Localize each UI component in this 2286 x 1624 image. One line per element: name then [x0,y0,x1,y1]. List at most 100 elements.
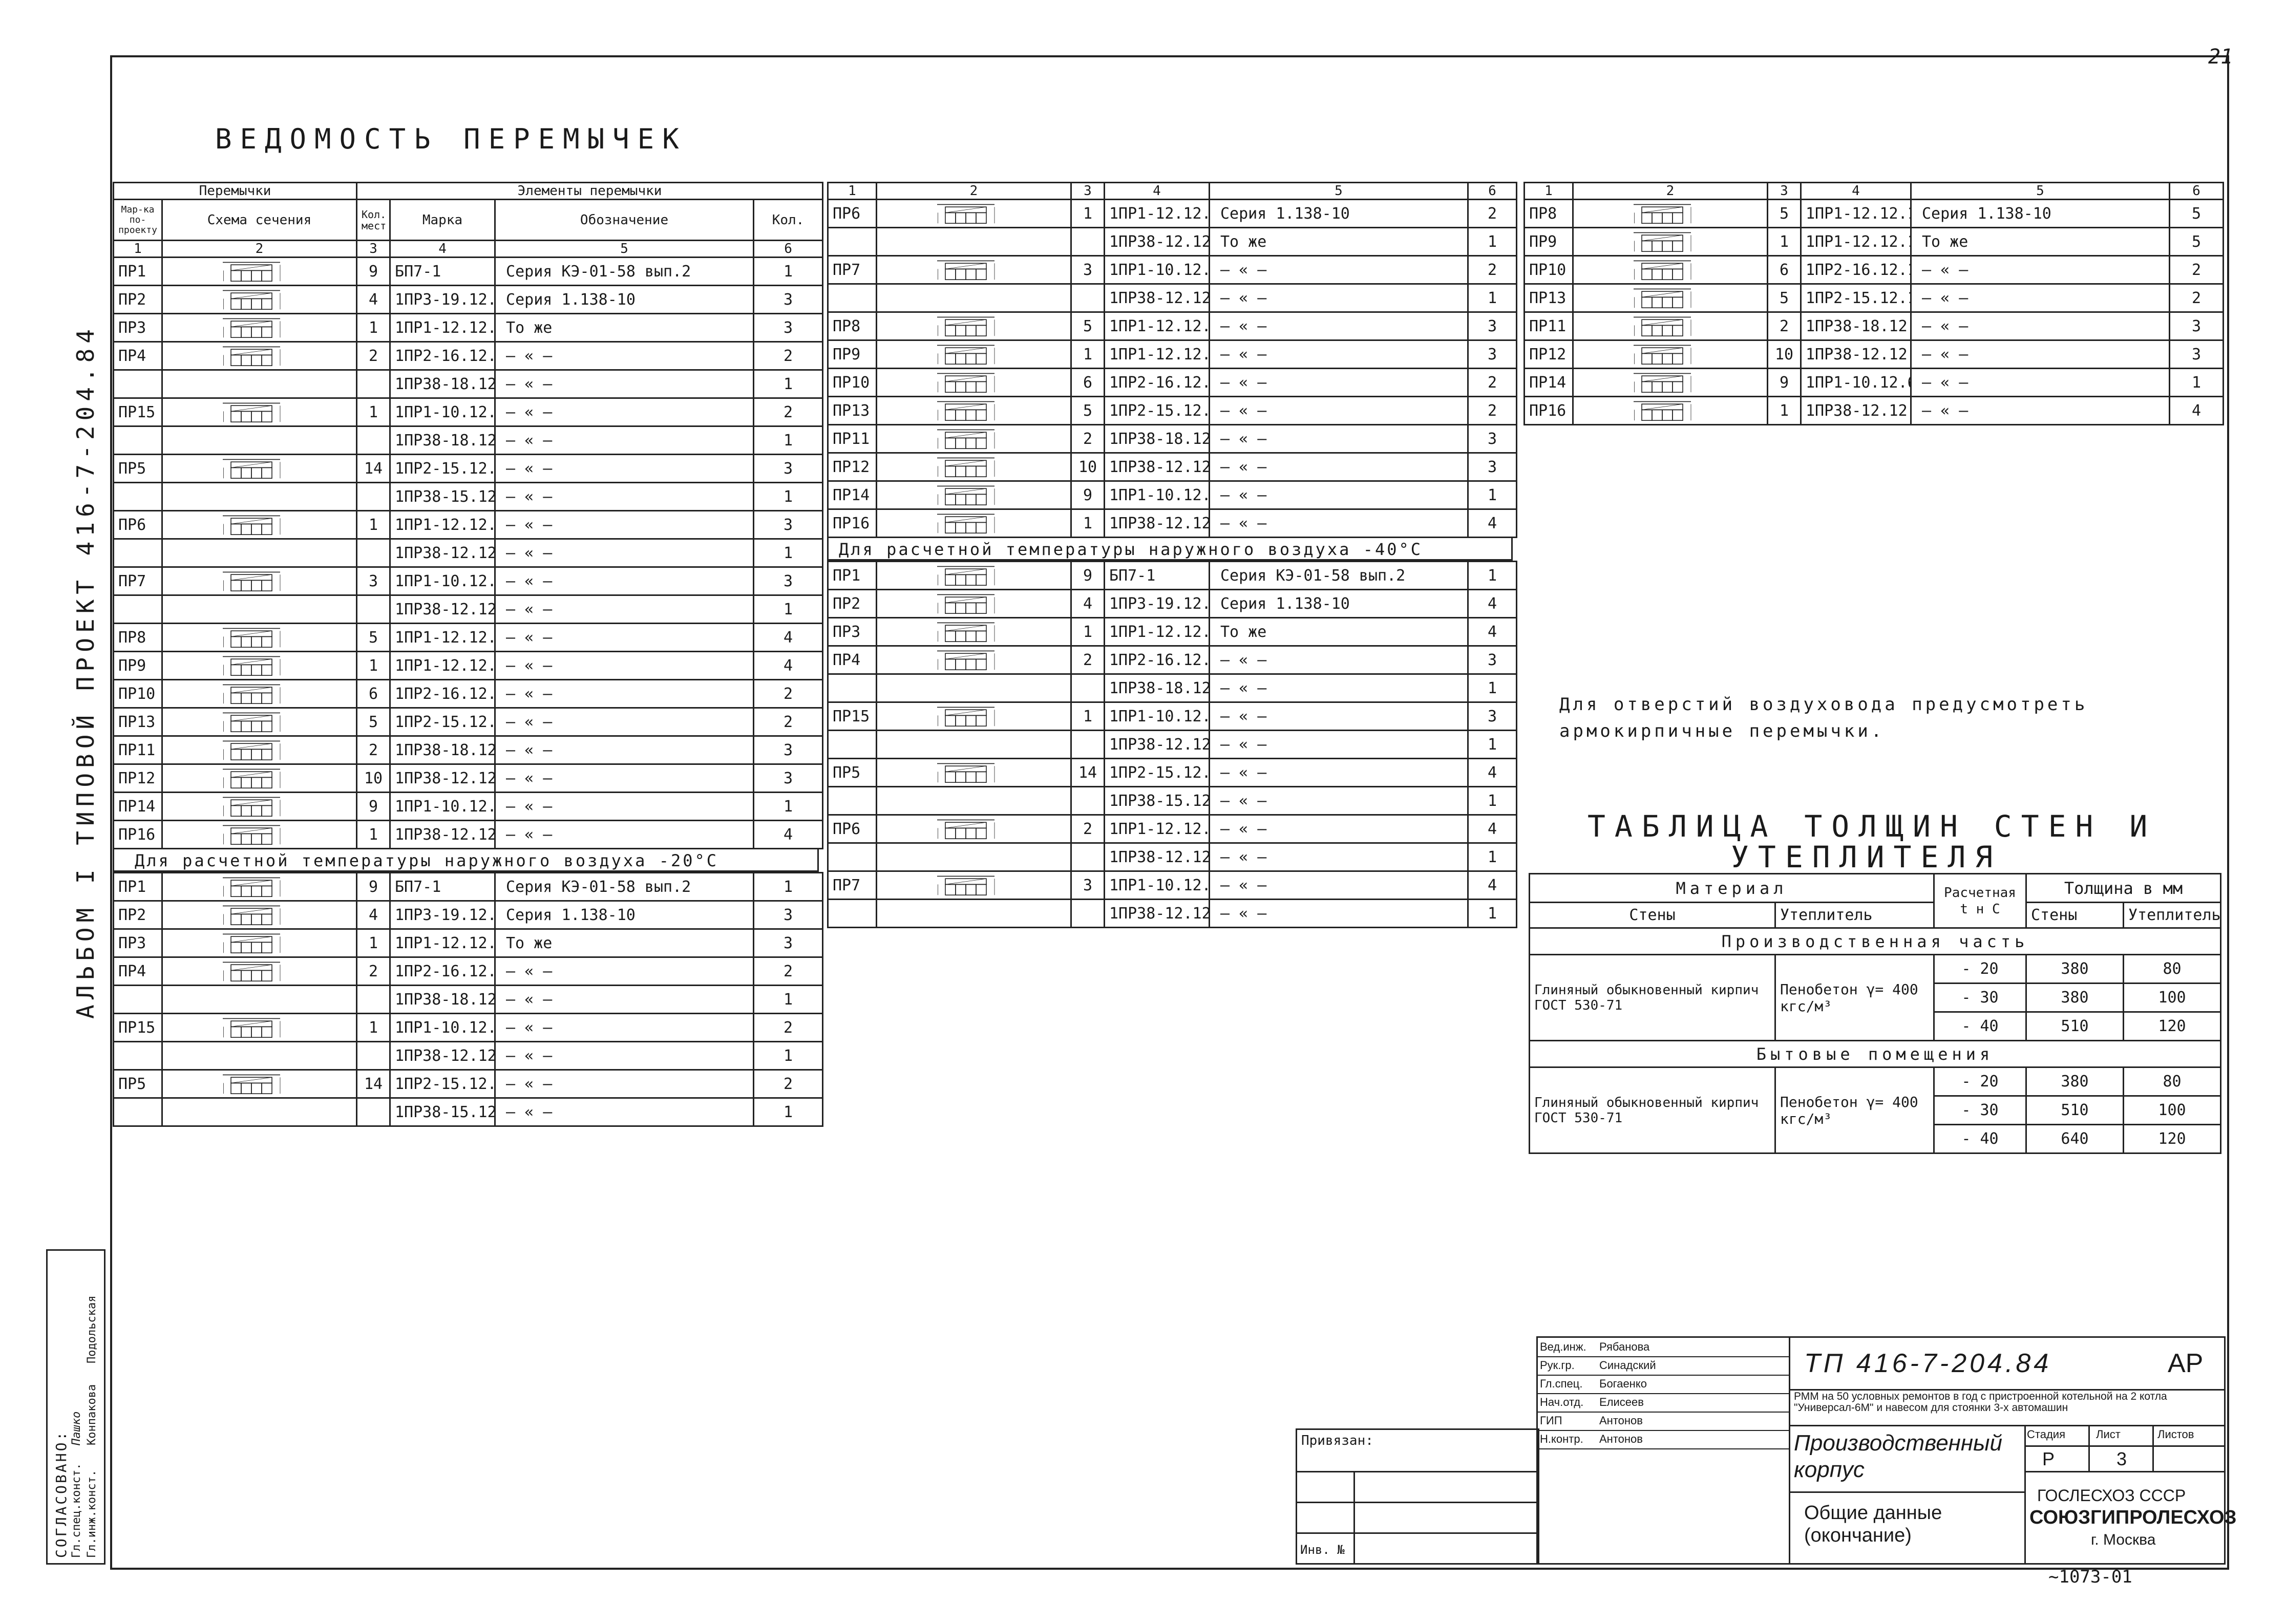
walls-table-title-1: ТАБЛИЦА ТОЛЩИН СТЕН И [1588,809,2157,844]
section-sketch [1633,345,1691,365]
section-scheme-cell [161,538,358,568]
cell-mk: 1ПР1-12.12.14 [389,510,496,540]
cell-k: 1 [1467,899,1517,928]
section-sketch [222,318,280,338]
cell-m: ПР13 [1523,283,1574,313]
section-scheme-cell [161,1069,357,1099]
cell-m [827,899,877,928]
cell-q [356,538,391,568]
hdr-temp: Расчетная t н С [1933,873,2027,929]
cell-m: ПР2 [113,900,163,930]
section-sketch [1633,232,1691,252]
cell-temp: - 30 [1933,982,2027,1013]
cell-m: ПР3 [113,928,163,958]
cell-d: — « — [1910,283,2170,313]
agreed-name-3: Подольская [86,1295,98,1363]
section-scheme-cell [1572,396,1768,425]
cell-m: ПР11 [1523,311,1574,341]
section-scheme-cell [161,454,358,483]
cell-d: — « — [1910,396,2170,425]
cell-mk: 1ПР38-18.12.22У [389,985,496,1014]
section-sketch [937,566,994,586]
cell-m [113,1041,163,1071]
cell-m [113,425,163,455]
cell-d: — « — [494,1097,754,1127]
section-sketch [937,650,994,670]
table-row: 1ПР38-12.12.22У— « —1 [113,538,824,568]
cell-d: Серия 1.138-10 [1910,199,2170,228]
cell-mk: 1ПР1-12.12.14 [1104,199,1210,228]
section-sketch [222,628,280,648]
cell-d: То же [494,928,754,958]
cell-mk: 1ПР3-19.12.14 [389,285,496,314]
signature-name: Антонов [1599,1414,1643,1427]
cell-q: 1 [1767,396,1802,425]
cell-d: — « — [1209,870,1469,900]
section-sketch [222,961,280,981]
cell-q [1070,786,1105,816]
cell-d: — « — [1209,368,1469,397]
cell-mk: 1ПР2-15.12.14 [1104,758,1210,787]
cell-mk: 1ПР1-10.12.14 [1104,701,1210,731]
cell-q: 1 [1070,199,1105,228]
section-sketch [222,1074,280,1094]
cell-q: 1 [356,313,391,343]
cell-m: ПР4 [113,956,163,986]
cell-mk: 1ПР38-12.12.22У [1104,452,1210,482]
section-sketch [222,402,280,422]
section-scheme-cell [161,985,357,1014]
col-num: 3 [356,240,391,258]
cell-ins: 100 [2123,1095,2221,1125]
col-num: 2 [161,240,358,258]
cell-mk: 1ПР38-15.12.22У [389,1097,496,1127]
table-row: 1ПР38-15.12.22У— « —1 [827,786,1517,816]
cell-mk: 1ПР38-18.12.22У [389,735,496,765]
hdr-sheets: Листов [2157,1428,2194,1441]
cell-k: 1 [1467,227,1517,257]
section-sketch [937,401,994,421]
section-scheme-cell [876,701,1072,731]
cell-q: 9 [1070,561,1105,590]
section-scheme-cell [1572,283,1768,313]
section-sketch [1633,316,1691,336]
signature-name: Синадский [1599,1359,1656,1372]
cell-k: 4 [1467,508,1517,538]
cell-k: 2 [753,397,824,427]
cell-d: — « — [494,956,754,986]
cell-mk: 1ПР38-12.12.22У [1104,842,1210,872]
cell-d: — « — [1910,255,2170,285]
cell-mk: 1ПР1-12.12.14 [1104,311,1210,341]
col-num: 6 [1467,182,1517,200]
section-sketch [222,933,280,953]
cell-temp: - 40 [1933,1011,2027,1041]
cell-mk: 1ПР38-12.12.22У [1104,899,1210,928]
section-sketch [222,877,280,897]
section-scheme-cell [161,872,357,902]
cell-d: То же [1209,227,1469,257]
cell-k: 1 [1467,673,1517,703]
cell-m: ПР1 [113,872,163,902]
section-scheme-cell [161,820,358,849]
cell-wall: 640 [2025,1124,2124,1154]
section-scheme-cell [1572,227,1768,257]
section-title-20: Для расчетной температуры наружного возд… [113,849,819,872]
cell-mk: 1ПР3-19.12.14 [1104,589,1210,618]
section-scheme-cell [876,842,1072,872]
archive-code: ~1073-01 [2048,1567,2132,1587]
section-sketch [937,373,994,393]
cell-m [113,985,163,1014]
cell-d: — « — [1209,508,1469,538]
section-scheme-cell [876,368,1072,397]
signature-row: Гл.спец.Богаенко [1538,1375,1789,1394]
